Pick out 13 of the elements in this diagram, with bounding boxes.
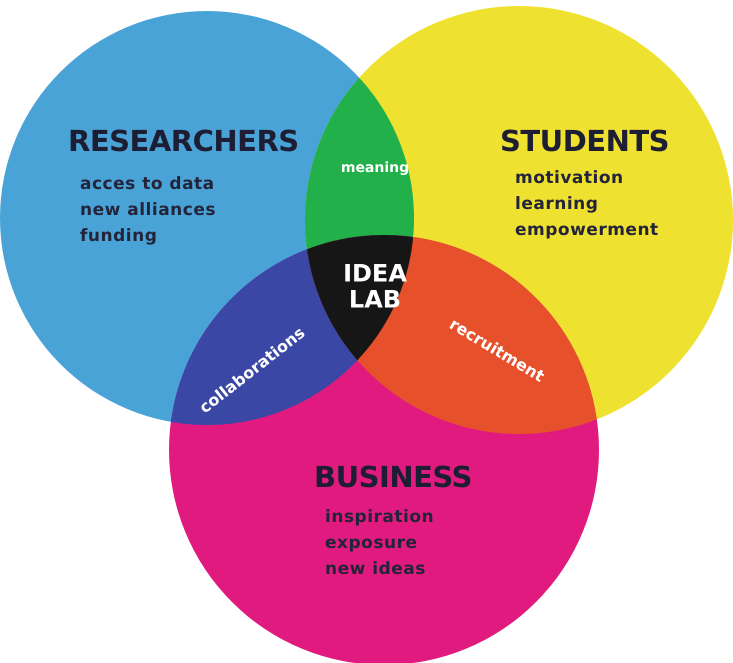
list-item: empowerment [515, 220, 659, 240]
region-label: meaning [340, 160, 410, 176]
list-item: funding [80, 226, 158, 246]
circle-title: STUDENTS [500, 124, 670, 158]
list-item: motivation [515, 168, 624, 188]
list-item: exposure [325, 533, 418, 553]
list-item: acces to data [80, 174, 215, 194]
circle-title: BUSINESS [314, 460, 472, 494]
list-item: new alliances [80, 200, 216, 220]
list-item: inspiration [325, 507, 434, 527]
list-item: new ideas [325, 559, 426, 579]
circle-title: RESEARCHERS [68, 124, 299, 158]
list-item: learning [515, 194, 598, 214]
